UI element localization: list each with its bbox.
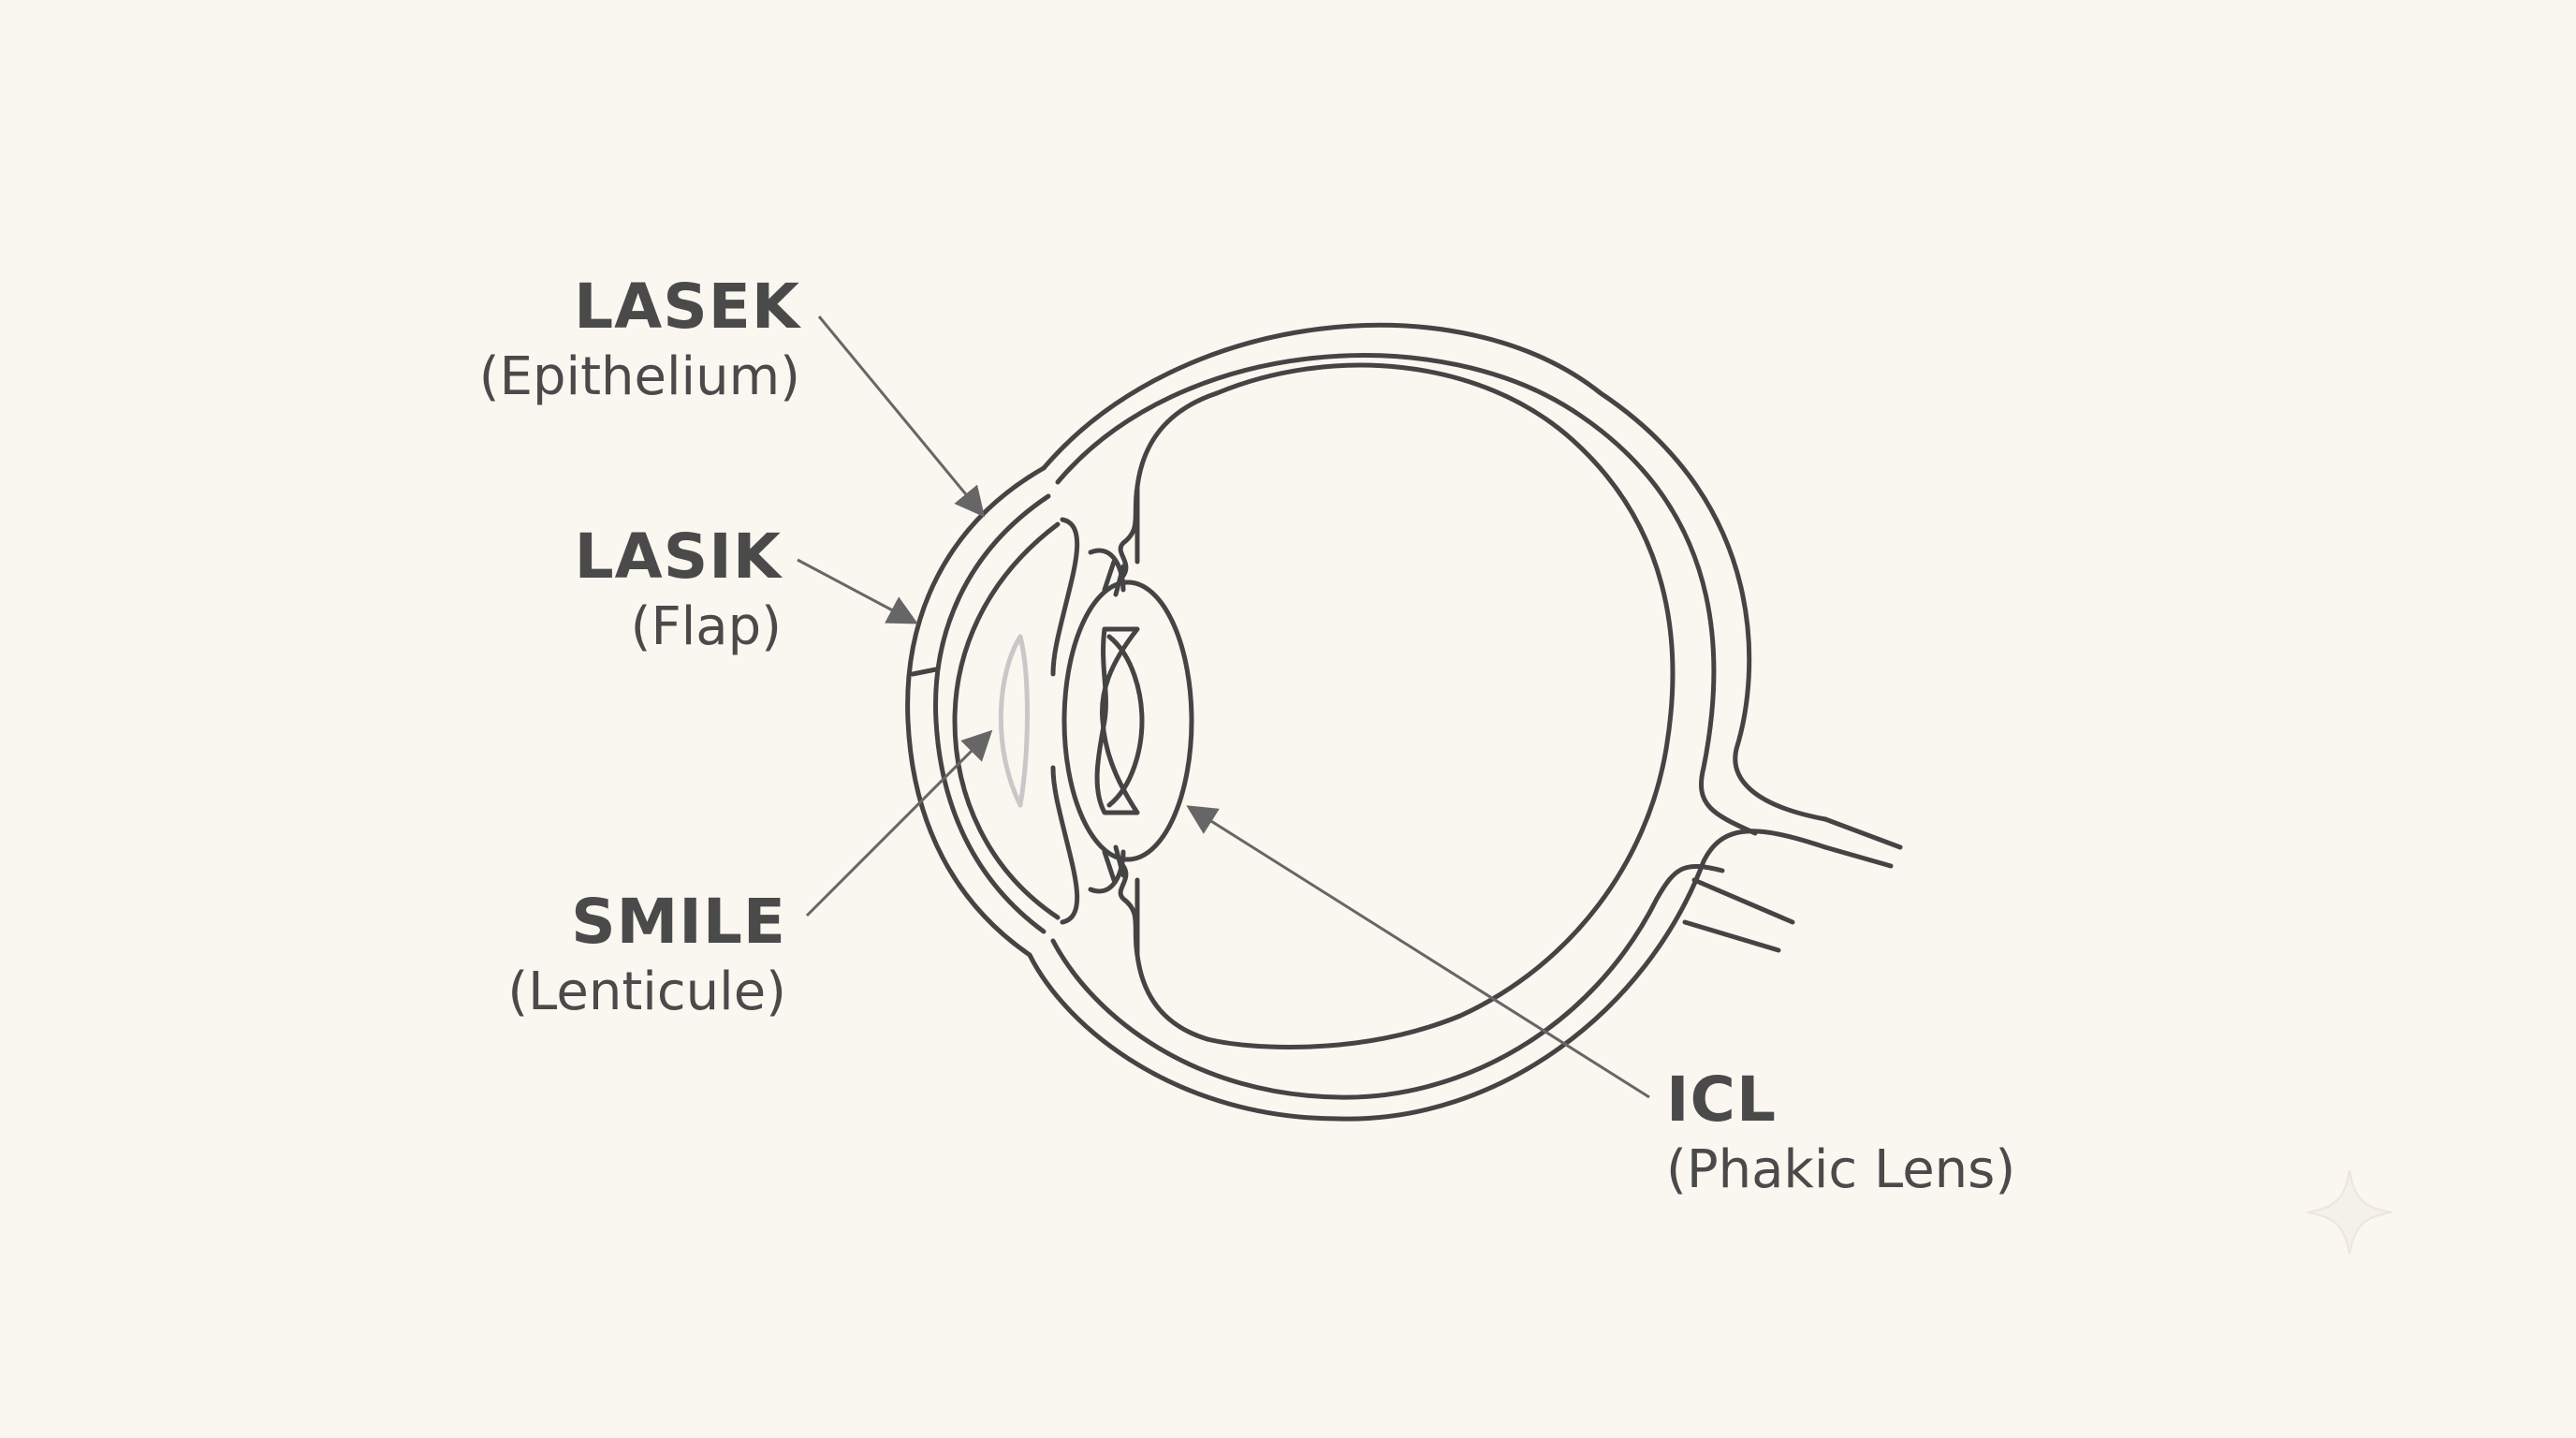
label-lasik: LASIK (Flap) xyxy=(575,520,782,660)
icl-title: ICL xyxy=(1666,1064,1778,1136)
icl-subtitle: (Phakic Lens) xyxy=(1666,1139,2016,1200)
icl-arrow xyxy=(1186,805,1650,1099)
cornea-outer xyxy=(905,465,1046,958)
label-lasek: LASEK (Epithelium) xyxy=(479,270,800,410)
lasik-title: LASIK xyxy=(574,521,782,593)
icl-lens xyxy=(1094,626,1140,815)
smile-subtitle: (Lenticule) xyxy=(507,961,786,1022)
lasek-arrow xyxy=(817,315,986,518)
sparkle-icon xyxy=(2306,1169,2393,1255)
label-icl: ICL (Phakic Lens) xyxy=(1666,1063,2015,1203)
lasek-title: LASEK xyxy=(574,271,800,343)
iris-lower xyxy=(1050,765,1080,925)
sclera-outer-lower xyxy=(1027,829,1828,1122)
smile-title: SMILE xyxy=(571,886,786,958)
ciliary-body-lower xyxy=(1118,863,1210,1042)
retina-circle xyxy=(1205,362,1676,1050)
label-smile: SMILE (Lenticule) xyxy=(507,885,786,1025)
lasik-subtitle: (Flap) xyxy=(630,596,782,657)
choroid-lower xyxy=(1050,863,1725,1100)
lasek-subtitle: (Epithelium) xyxy=(478,346,800,407)
smile-arrow xyxy=(805,729,993,917)
iris-upper xyxy=(1050,517,1080,677)
cornea-endothelium xyxy=(952,521,1061,920)
crystalline-lens xyxy=(1061,580,1194,862)
choroid-upper xyxy=(1055,353,1758,836)
optic-nerve xyxy=(1682,816,1903,953)
lasik-arrow xyxy=(797,558,918,624)
lenticule-shape xyxy=(998,634,1030,808)
cornea-inner xyxy=(933,493,1051,934)
sclera-outer xyxy=(1041,322,1828,822)
